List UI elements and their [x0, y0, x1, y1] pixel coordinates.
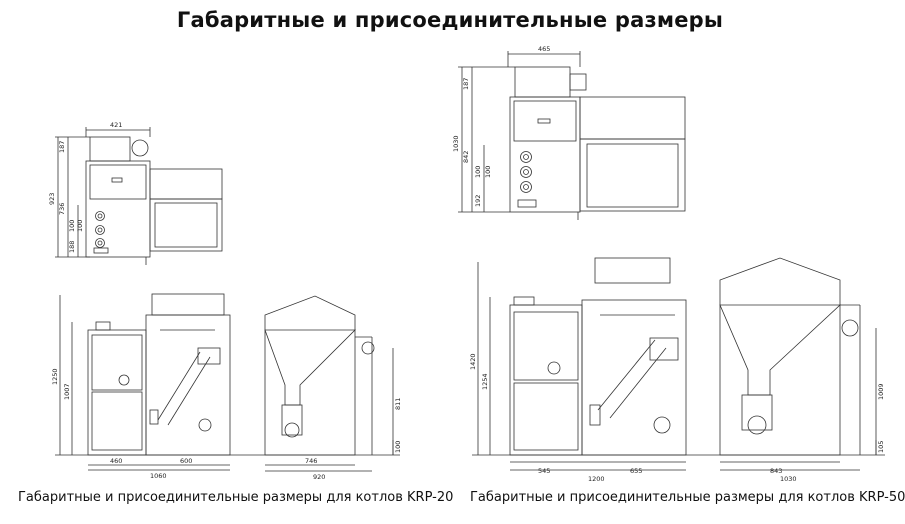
krp20-lower-h4: 100 [394, 441, 402, 453]
caption-krp20: Габаритные и присоединительные размеры д… [18, 490, 454, 505]
krp50-lower-h3: 1009 [877, 383, 885, 400]
krp50-lower-w2: 655 [630, 467, 642, 475]
page-title: Габаритные и присоединительные размеры [176, 8, 724, 32]
krp50-front-h6: 192 [474, 195, 482, 207]
krp50-lower-w3: 1200 [588, 475, 605, 483]
krp20-front-h2: 923 [48, 193, 56, 205]
krp50-front-h1: 187 [462, 78, 470, 90]
krp50-lower-w1: 545 [538, 467, 550, 475]
krp20-lower-w1: 460 [110, 457, 122, 465]
krp50-front-h5: 100 [484, 166, 492, 178]
krp50-lower-h4: 105 [877, 441, 885, 453]
krp20-lower-w2: 600 [180, 457, 192, 465]
krp20-lower-h2: 1007 [63, 383, 71, 400]
krp20-lower-w5: 920 [313, 473, 325, 481]
krp20-front-width: 421 [110, 121, 122, 129]
krp50-lower-w4: 843 [770, 467, 782, 475]
krp50-front-view [458, 51, 686, 220]
krp20-lower-w3: 1060 [150, 472, 167, 480]
krp50-lower-h1: 1420 [469, 353, 477, 370]
krp50-front-width: 465 [538, 45, 550, 53]
krp20-front-h5: 100 [76, 220, 84, 232]
krp50-lower-h2: 1254 [481, 373, 489, 390]
krp20-lower-h3: 811 [394, 398, 402, 410]
krp50-front-h2: 1030 [452, 135, 460, 152]
krp20-front-h6: 188 [68, 241, 76, 253]
krp20-lower-w4: 746 [305, 457, 317, 465]
caption-krp50: Габаритные и присоединительные размеры д… [470, 490, 905, 505]
krp50-front-h4: 100 [474, 166, 482, 178]
krp20-front-h4: 100 [68, 220, 76, 232]
krp50-lower-views [472, 257, 885, 471]
krp20-front-view [55, 127, 223, 265]
krp50-lower-w5: 1030 [780, 475, 797, 483]
krp20-lower-h1: 1250 [51, 368, 59, 385]
krp20-front-h3: 736 [58, 203, 66, 215]
krp50-front-h3: 842 [462, 151, 470, 163]
krp20-lower-views [55, 293, 400, 472]
krp20-front-h1: 187 [58, 141, 66, 153]
